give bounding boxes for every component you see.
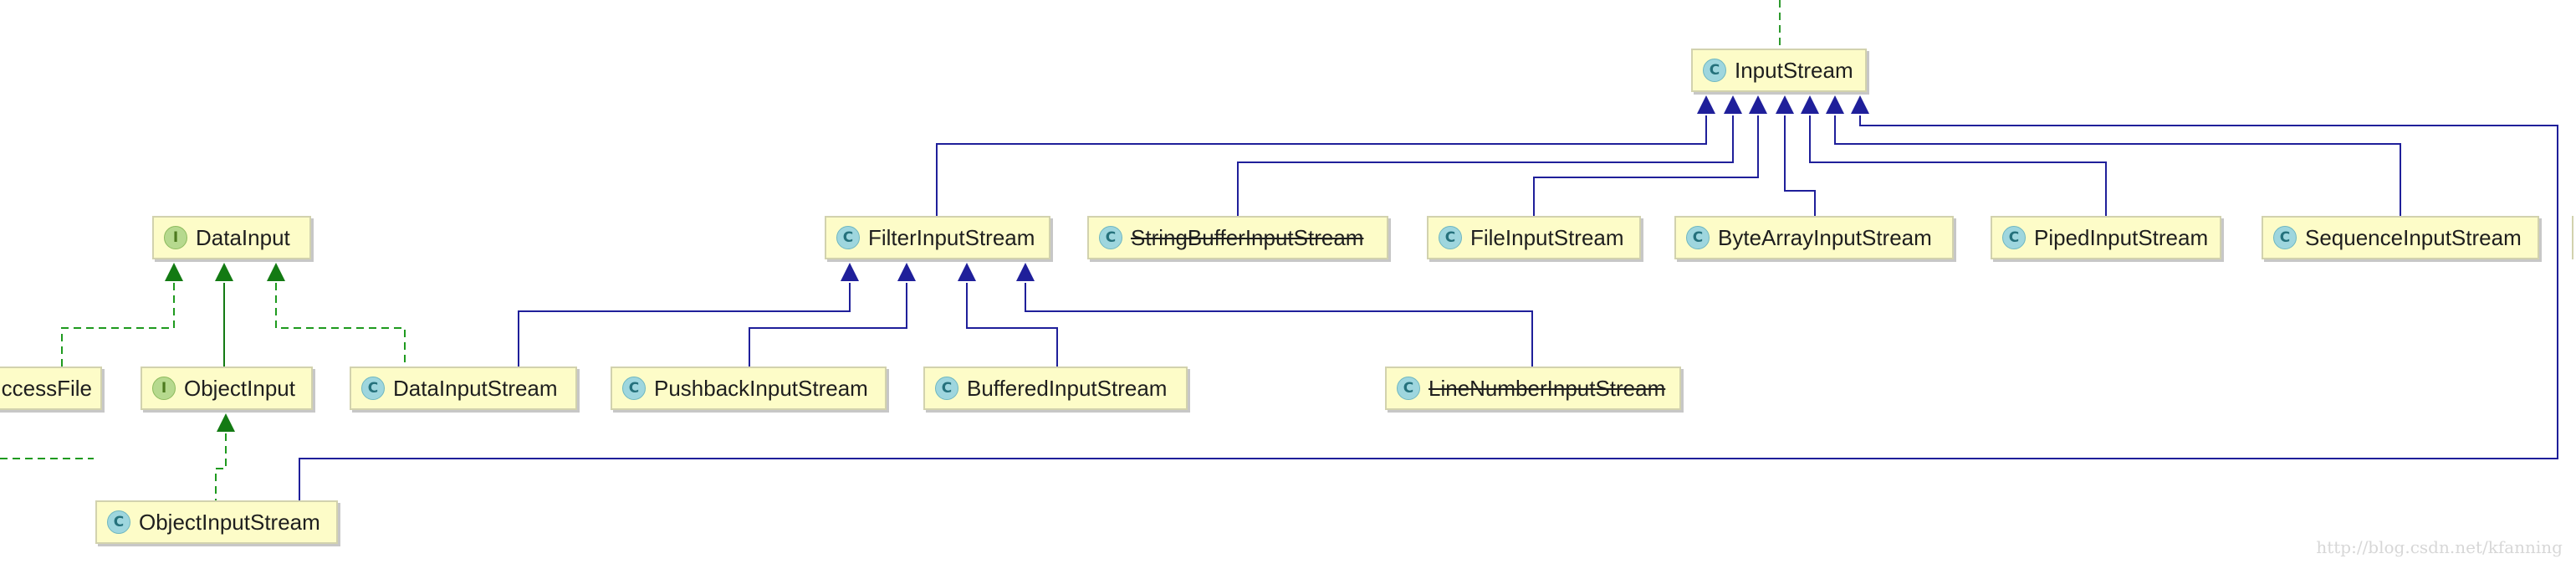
node-linenumberinputstream[interactable]: C LineNumberInputStream	[1385, 367, 1681, 410]
inheritance-arrow-icon	[215, 263, 233, 281]
edge-bufferedinputstream-extends	[966, 283, 1058, 367]
class-badge-icon: C	[935, 377, 958, 400]
node-pushbackinputstream[interactable]: C PushbackInputStream	[611, 367, 887, 410]
node-label: ccessFile	[1, 375, 92, 401]
node-sequenceinputstream[interactable]: C SequenceInputStream	[2262, 216, 2539, 259]
edge-randomaccessfile-implements	[61, 283, 175, 367]
class-badge-icon: C	[1703, 59, 1726, 82]
node-filterinputstream[interactable]: C FilterInputStream	[825, 216, 1050, 259]
inheritance-arrow-icon	[217, 413, 235, 432]
node-objectinput[interactable]: I ObjectInput	[141, 367, 313, 410]
inheritance-arrow-icon	[1851, 95, 1869, 114]
class-badge-icon: C	[836, 226, 860, 249]
interface-badge-icon: I	[164, 226, 187, 249]
node-stringbufferinputstream[interactable]: C StringBufferInputStream	[1087, 216, 1388, 259]
interface-badge-icon: I	[152, 377, 176, 400]
node-label: DataInput	[196, 224, 290, 250]
inheritance-arrow-icon	[1016, 263, 1035, 281]
node-datainputstream[interactable]: C DataInputStream	[350, 367, 577, 410]
inheritance-arrow-icon	[165, 263, 183, 281]
node-label: InputStream	[1735, 57, 1853, 83]
inheritance-arrow-icon	[1749, 95, 1767, 114]
node-pipedinputstream[interactable]: C PipedInputStream	[1991, 216, 2221, 259]
edge-bytearrayinputstream-extends	[1784, 115, 1816, 216]
node-fileinputstream[interactable]: C FileInputStream	[1427, 216, 1641, 259]
node-label: BufferedInputStream	[967, 375, 1168, 401]
edge-fileinputstream-extends	[1533, 115, 1759, 216]
edge-pipedinputstream-extends	[1809, 115, 2107, 216]
node-label: LineNumberInputStream	[1429, 375, 1666, 401]
edge-pushbackinputstream-extends	[749, 283, 907, 367]
node-datainput[interactable]: I DataInput	[152, 216, 311, 259]
inheritance-arrow-icon	[1826, 95, 1844, 114]
node-label: ObjectInputStream	[139, 509, 320, 535]
inheritance-arrow-icon	[958, 263, 976, 281]
class-badge-icon: C	[361, 377, 385, 400]
class-badge-icon: C	[2273, 226, 2297, 249]
inheritance-arrow-icon	[841, 263, 859, 281]
node-label: FilterInputStream	[868, 224, 1035, 250]
edge-datainputstream-extends	[518, 283, 851, 367]
node-label: PipedInputStream	[2034, 224, 2209, 250]
node-label: StringBufferInputStream	[1131, 224, 1364, 250]
node-label: SequenceInputStream	[2305, 224, 2522, 250]
class-badge-icon: C	[1686, 226, 1710, 249]
edge-stringbufferinputstream-extends	[1237, 115, 1734, 216]
edge-datainputstream-implements	[275, 283, 406, 367]
inheritance-arrow-icon	[1724, 95, 1742, 114]
node-label: FileInputStream	[1470, 224, 1624, 250]
class-badge-icon: C	[622, 377, 646, 400]
node-inputstream[interactable]: C InputStream	[1691, 49, 1867, 92]
class-badge-icon: C	[1439, 226, 1462, 249]
edge-objectinputstream-extends	[299, 115, 2558, 500]
inheritance-arrow-icon	[267, 263, 285, 281]
class-badge-icon: C	[2002, 226, 2026, 249]
node-label: PushbackInputStream	[654, 375, 868, 401]
class-badge-icon: C	[1397, 377, 1420, 400]
inheritance-arrow-icon	[897, 263, 916, 281]
edge-filterinputstream-extends	[936, 115, 1707, 216]
class-badge-icon: C	[107, 510, 130, 534]
inheritance-arrow-icon	[1801, 95, 1819, 114]
node-bytearrayinputstream[interactable]: C ByteArrayInputStream	[1674, 216, 1954, 259]
node-randomaccessfile[interactable]: ccessFile	[0, 367, 102, 410]
watermark: http://blog.csdn.net/kfanning	[2316, 537, 2563, 557]
node-bufferedinputstream[interactable]: C BufferedInputStream	[923, 367, 1188, 410]
edge-objectinputstream-implements	[215, 433, 227, 500]
edge-sequenceinputstream-extends	[1834, 115, 2401, 216]
inheritance-arrow-icon	[1776, 95, 1794, 114]
node-label: DataInputStream	[393, 375, 558, 401]
node-objectinputstream[interactable]: C ObjectInputStream	[95, 500, 338, 544]
edge-linenumberinputstream-extends	[1025, 283, 1533, 367]
node-label: ObjectInput	[184, 375, 295, 401]
node-label: ByteArrayInputStream	[1718, 224, 1932, 250]
class-badge-icon: C	[1099, 226, 1122, 249]
inheritance-arrow-icon	[1697, 95, 1715, 114]
